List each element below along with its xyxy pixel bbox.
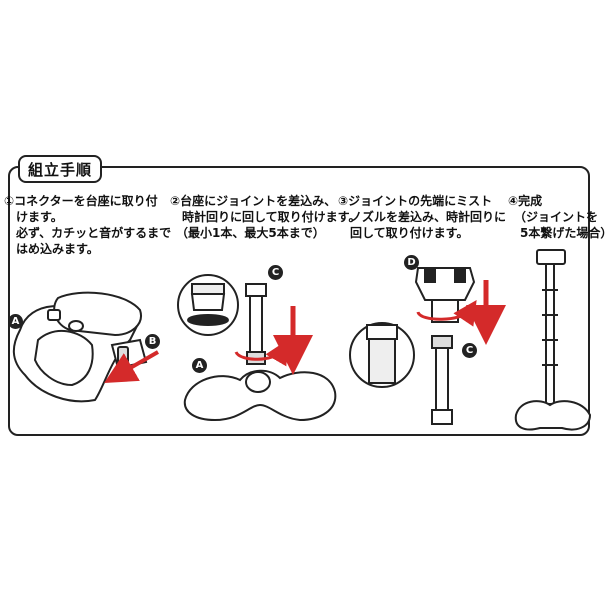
step-1-arrow	[104, 350, 159, 383]
sprinkler-base-inner	[33, 329, 94, 387]
step-1-text: ①コネクターを台座に取り付 けます。 必ず、カチッと音がするまで はめ込みます。	[4, 194, 172, 256]
complete-pole	[545, 263, 555, 405]
instruction-frame	[8, 166, 590, 436]
step-2-text: ②台座にジョイントを差込み、 時計回りに回して取り付けます。 （最小1本、最大5…	[170, 194, 361, 240]
callout-a-step2: A	[192, 358, 207, 373]
step-4-text: ④完成 （ジョイントを 5本繋げた場合）	[508, 194, 612, 240]
step-4-illustration	[514, 249, 592, 431]
step-3-joint-pipe	[435, 343, 449, 415]
step-3-text: ③ジョイントの先端にミスト ノズルを差込み、時計回りに 回して取り付けます。	[338, 194, 507, 240]
step-3-illustration	[349, 267, 476, 425]
sprinkler-base-top	[53, 291, 142, 337]
complete-nozzle	[536, 249, 566, 265]
callout-c-step2: C	[268, 265, 283, 280]
step-2-base	[183, 369, 337, 422]
step-1-illustration	[12, 291, 148, 403]
callout-c-step3: C	[462, 343, 477, 358]
complete-base	[514, 400, 592, 431]
callout-a-step1: A	[8, 314, 23, 329]
assembly-title: 組立手順	[18, 155, 102, 183]
base-hole	[68, 320, 84, 332]
base-nozzle	[47, 309, 61, 321]
joint-pipe	[249, 289, 263, 353]
step-2-illustration	[177, 274, 337, 422]
callout-b-step1: B	[145, 334, 160, 349]
connector-ring	[117, 346, 129, 364]
callout-d-step3: D	[404, 255, 419, 270]
